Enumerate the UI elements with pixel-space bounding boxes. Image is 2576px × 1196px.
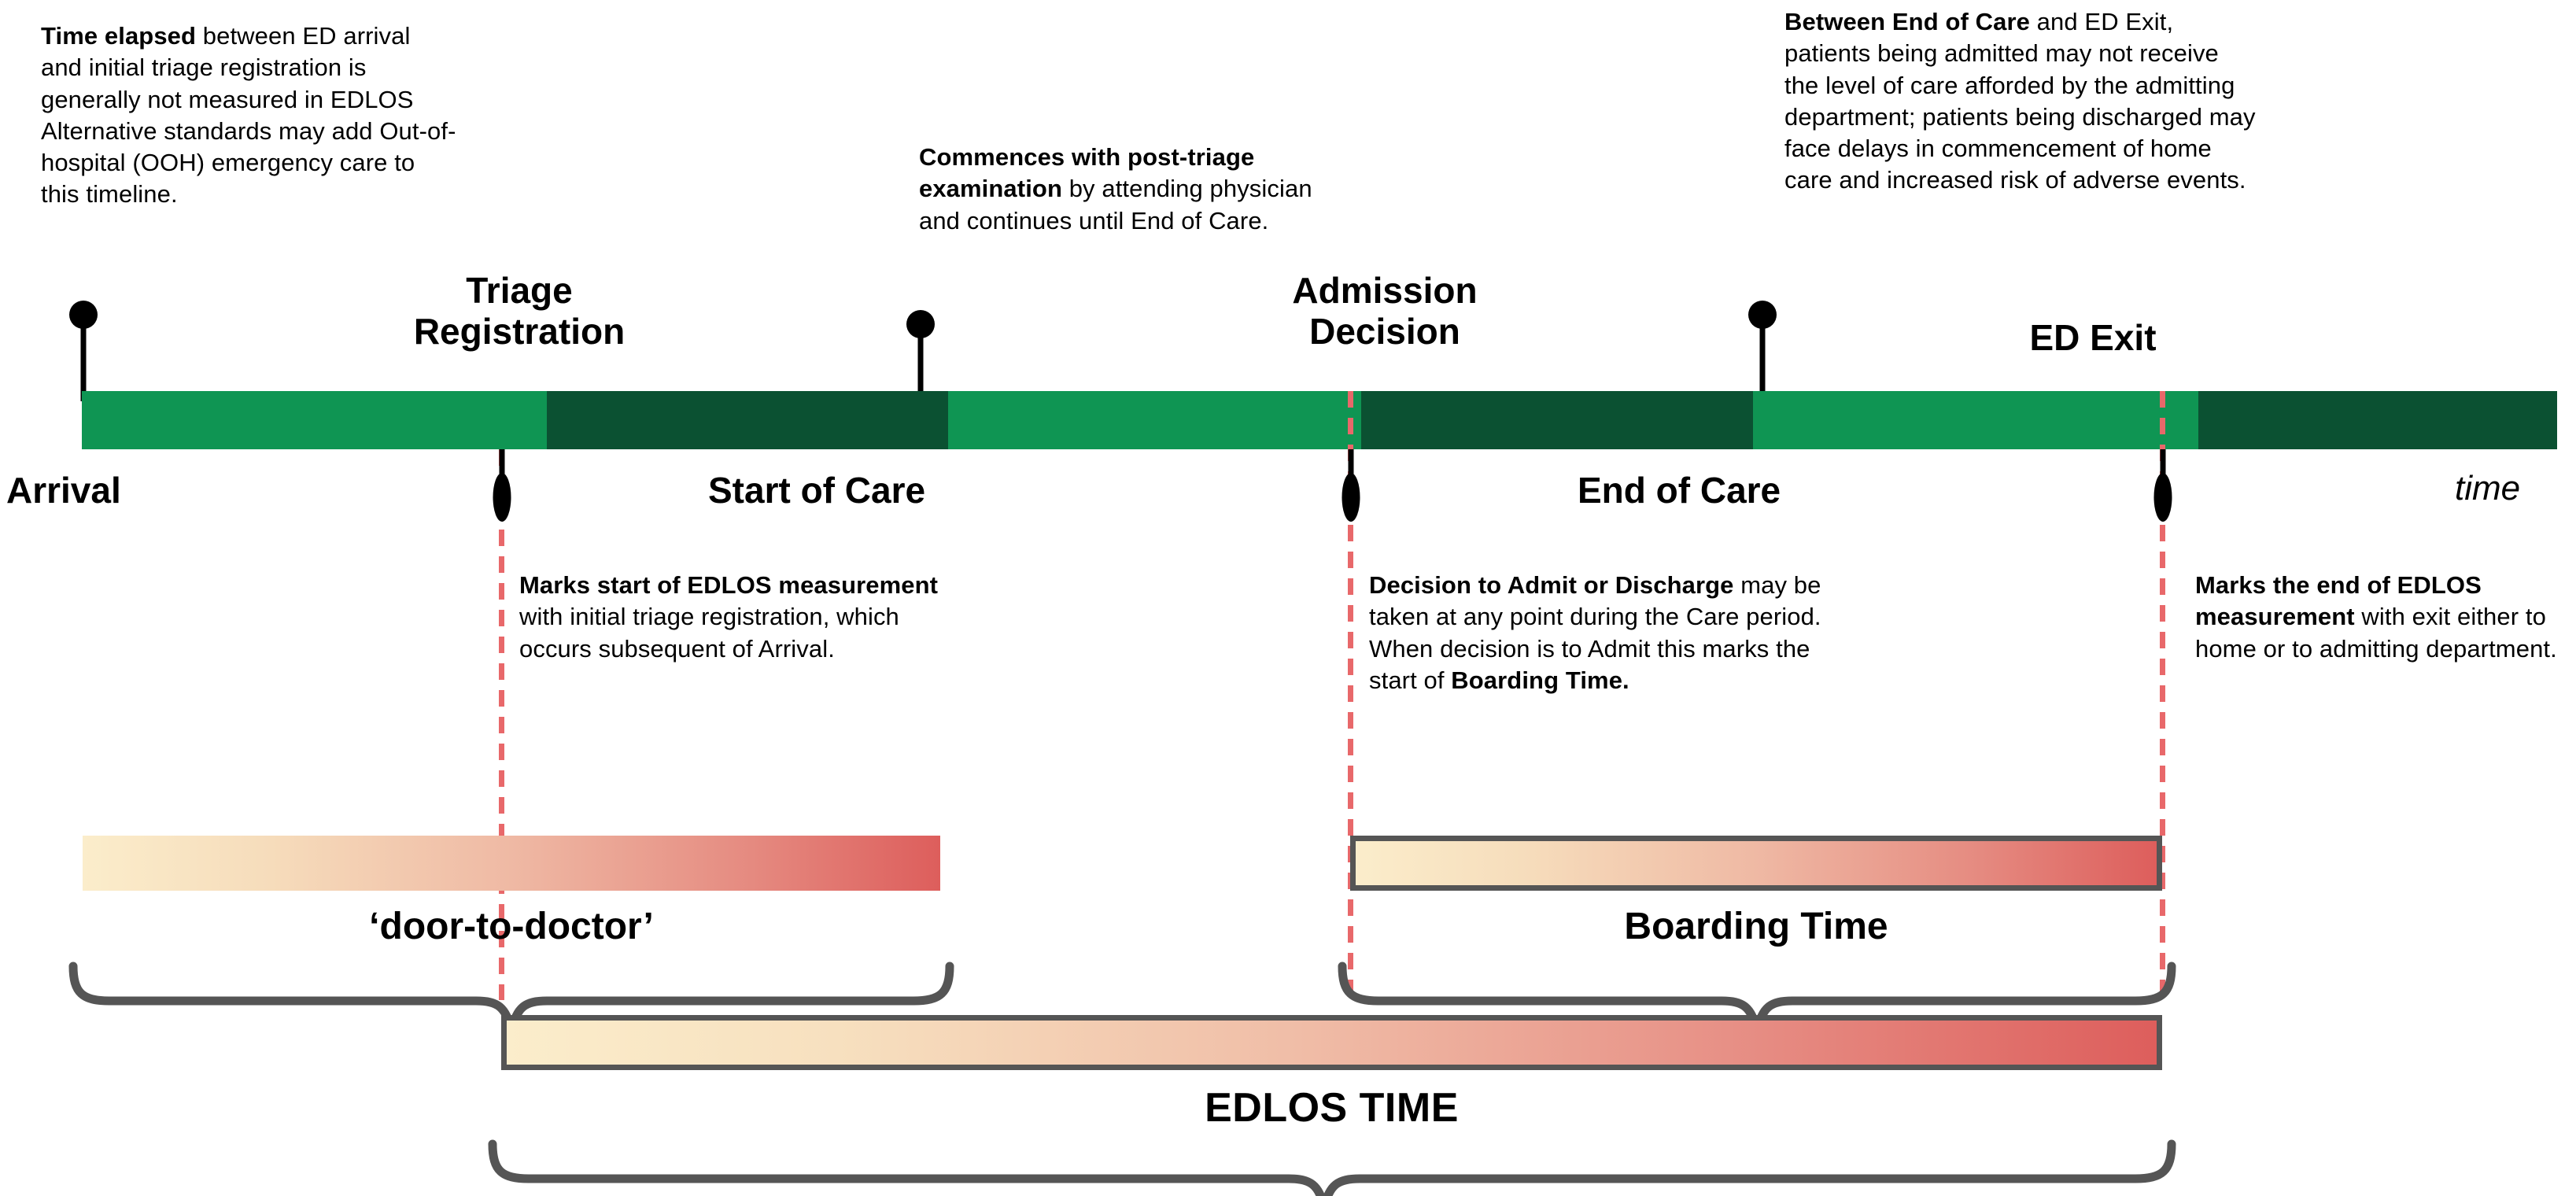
duration-bar-boarding-time <box>1350 836 2162 891</box>
note-end-of-care-bold: Between End of Care <box>1784 8 2030 35</box>
leader-arrival-stem <box>80 315 87 401</box>
milestone-triage-registration-line1: Triage <box>466 270 573 311</box>
note-admission-decision-bold-tail: Boarding Time. <box>1451 666 1629 694</box>
leader-end-of-care-dot <box>1748 301 1777 329</box>
note-admission-decision-bold: Decision to Admit or Discharge <box>1369 571 1734 599</box>
brace-edlos-time <box>488 1139 2176 1196</box>
timeline-segment-triage-to-care <box>547 391 949 449</box>
milestone-admission-decision: Admission Decision <box>1227 270 1542 352</box>
note-start-of-care-rest: by attending physician and continues unt… <box>919 175 1312 234</box>
submarker-triage-registration <box>487 449 516 522</box>
duration-bar-door-to-doctor <box>83 836 940 891</box>
note-triage-registration: Marks start of EDLOS measurement with in… <box>519 570 960 665</box>
leader-start-of-care-dot <box>906 310 935 338</box>
note-arrival-bold: Time elapsed <box>41 22 197 50</box>
timeline-segment-end-of-care-to-exit <box>1752 391 2198 449</box>
submarker-triage-registration-ellipse <box>493 473 511 522</box>
leader-start-of-care <box>906 310 935 401</box>
duration-bar-boarding-time-label: Boarding Time <box>1624 906 1888 947</box>
note-ed-exit: Marks the end of EDLOS measurement with … <box>2195 570 2565 665</box>
duration-bar-edlos-time <box>501 1015 2162 1070</box>
duration-bar-edlos-time-label: EDLOS TIME <box>1205 1085 1459 1131</box>
phase-label-end-of-care: End of Care <box>1578 470 1781 511</box>
note-ed-exit-bold: Marks the end of EDLOS measurement <box>2195 571 2482 631</box>
leader-end-of-care <box>1748 301 1777 401</box>
dash-line-admission-decision <box>1348 391 1353 1001</box>
note-end-of-care: Between End of Care and ED Exit, patient… <box>1784 6 2257 197</box>
note-triage-registration-bold: Marks start of EDLOS measurement <box>519 571 939 599</box>
dash-line-ed-exit <box>2160 391 2165 1001</box>
duration-bar-door-to-doctor-label: ‘door-to-doctor’ <box>369 906 654 947</box>
milestone-ed-exit: ED Exit <box>1936 317 2250 359</box>
submarker-ed-exit <box>2148 449 2177 522</box>
milestone-ed-exit-line1: ED Exit <box>2029 317 2157 358</box>
timeline-segment-care <box>948 391 1362 449</box>
timeline-segment-pre-triage <box>82 391 548 449</box>
timeline-segment-decision-to-end-of-care <box>1361 391 1753 449</box>
leader-arrival <box>69 301 98 401</box>
milestone-admission-decision-line1: Admission <box>1292 270 1478 311</box>
note-ed-exit-rest: with exit either to home or to admitting… <box>2195 603 2557 663</box>
note-start-of-care-bold: Commences with post-triage examination <box>919 143 1255 203</box>
note-triage-registration-rest: with initial triage registration, which … <box>519 603 899 663</box>
milestone-triage-registration-line2: Registration <box>413 310 626 352</box>
milestone-triage-registration: Triage Registration <box>354 270 685 352</box>
timeline-bar <box>82 391 2557 449</box>
timeline-segment-post-exit <box>2198 391 2557 449</box>
submarker-admission-decision-ellipse <box>1342 473 1360 522</box>
milestone-admission-decision-line2: Decision <box>1309 310 1460 352</box>
submarker-ed-exit-ellipse <box>2153 473 2172 522</box>
note-arrival-rest: between ED arrival and initial triage re… <box>41 22 456 209</box>
leader-arrival-dot <box>69 301 98 329</box>
phase-label-start-of-care: Start of Care <box>708 470 926 511</box>
note-end-of-care-rest: and ED Exit, patients being admitted may… <box>1784 8 2256 194</box>
phase-label-arrival: Arrival <box>6 470 121 511</box>
submarker-admission-decision <box>1336 449 1365 522</box>
time-axis-label: time <box>2455 469 2521 508</box>
leader-end-of-care-stem <box>1759 315 1766 401</box>
note-admission-decision: Decision to Admit or Discharge may be ta… <box>1369 570 1841 696</box>
note-start-of-care: Commences with post-triage examination b… <box>919 142 1360 237</box>
dash-line-triage-registration <box>499 449 504 1000</box>
note-arrival: Time elapsed between ED arrival and init… <box>41 20 458 211</box>
note-admission-decision-rest: may be taken at any point during the Car… <box>1369 571 1821 694</box>
leader-start-of-care-stem <box>917 324 924 401</box>
